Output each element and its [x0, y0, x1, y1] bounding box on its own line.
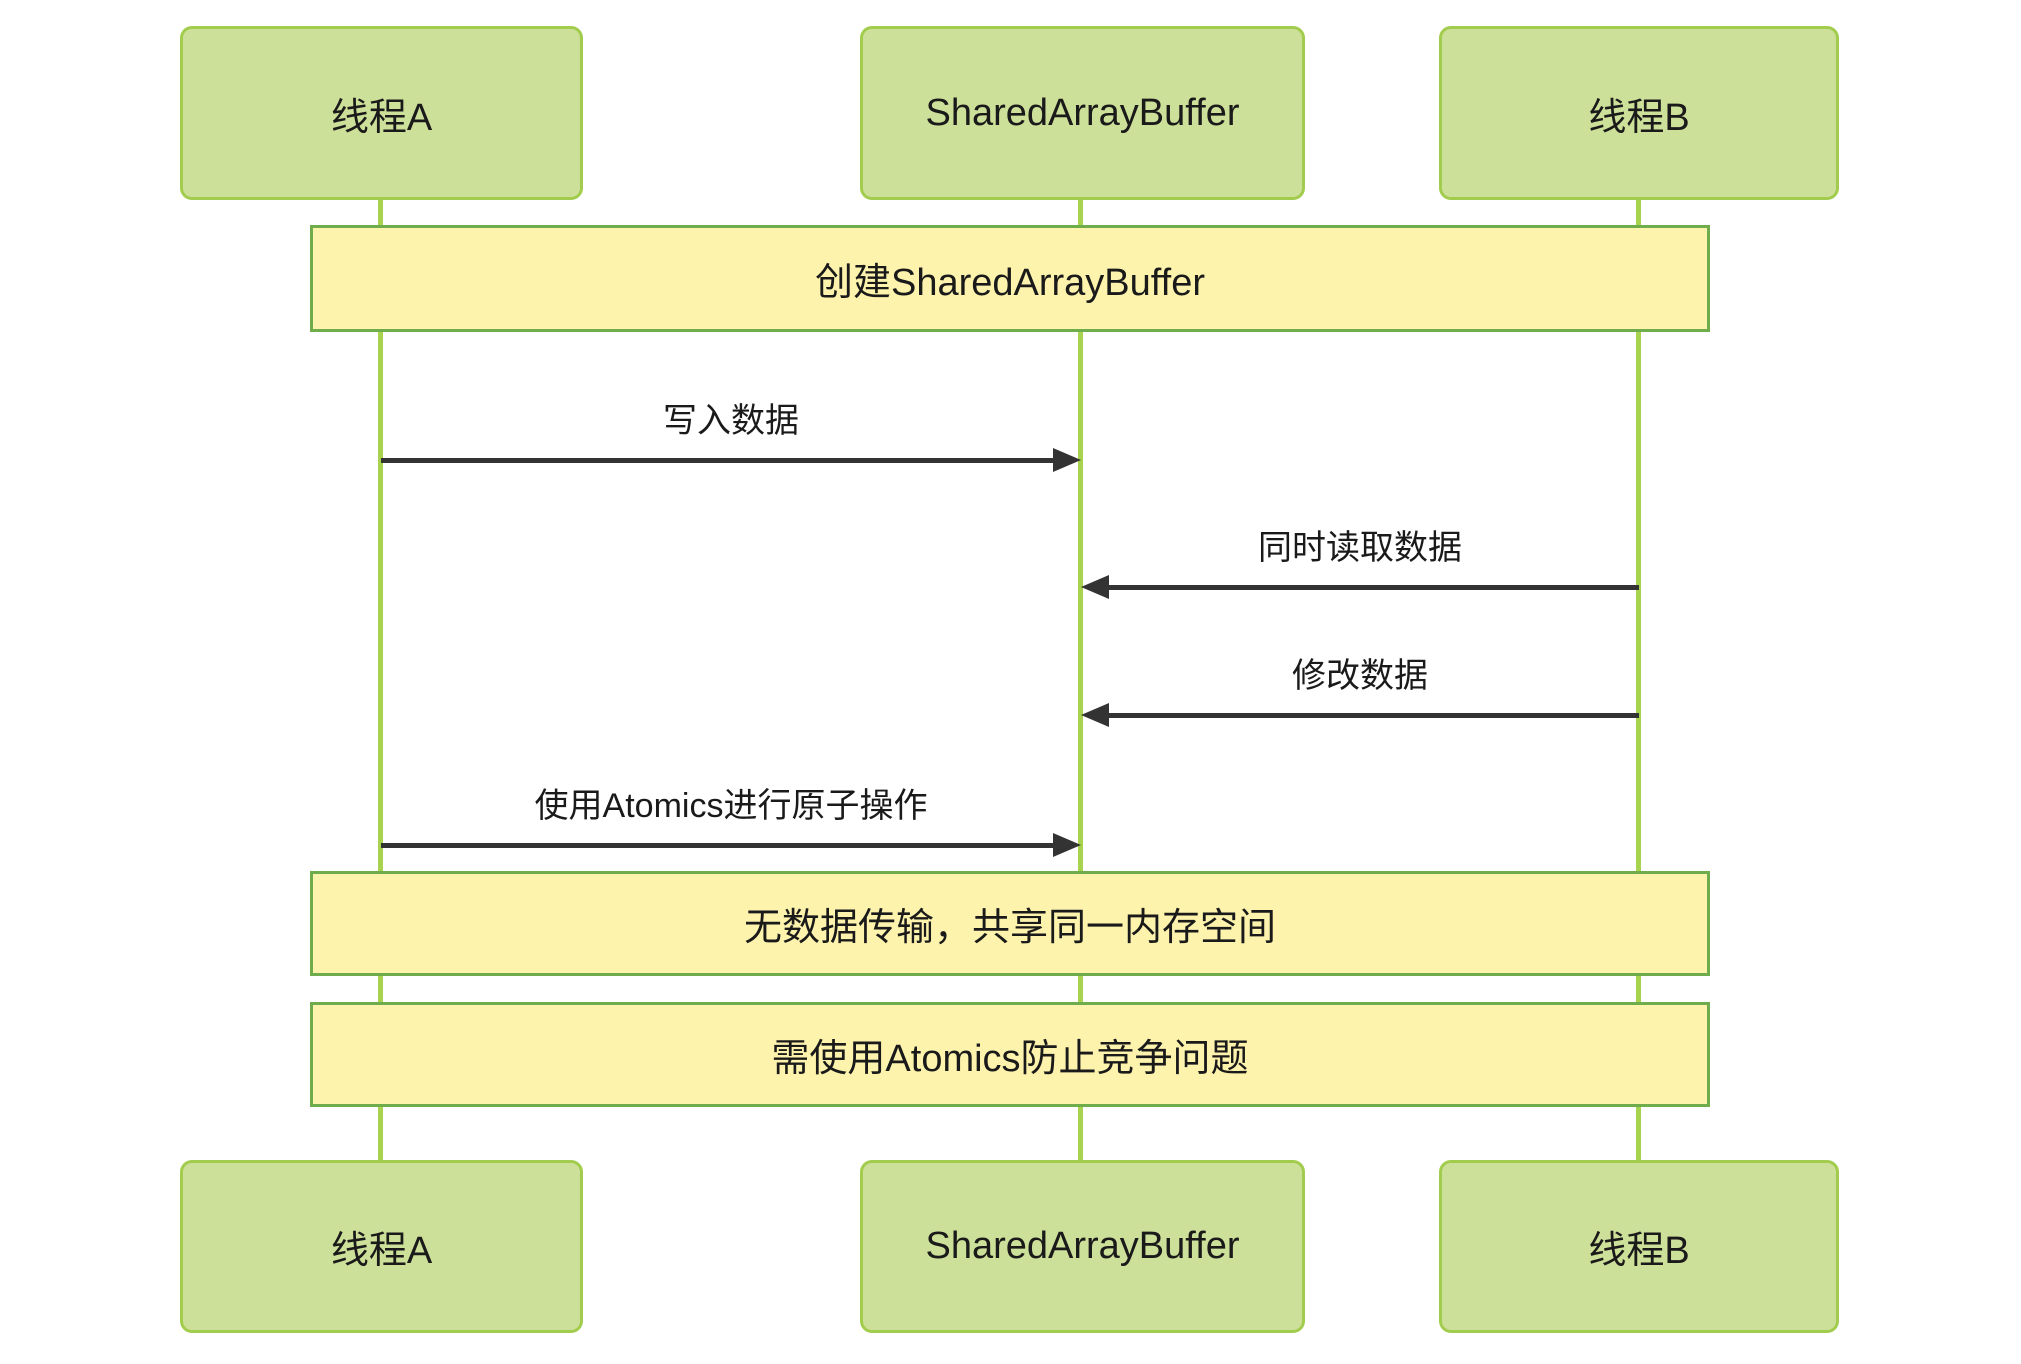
arrowhead-left-icon [1081, 575, 1109, 599]
note-create-shared-array-buffer: 创建SharedArrayBuffer [310, 225, 1710, 332]
participant-top-thread-b: 线程B [1439, 26, 1839, 200]
note-text: 需使用Atomics防止竞争问题 [771, 1038, 1249, 1080]
note-no-data-transfer: 无数据传输，共享同一内存空间 [310, 871, 1710, 976]
participant-bottom-shared-array-buffer: SharedArrayBuffer [860, 1160, 1305, 1333]
participant-label: SharedArrayBuffer [925, 91, 1240, 134]
participant-bottom-thread-b: 线程B [1439, 1160, 1839, 1333]
participant-bottom-thread-a: 线程A [180, 1160, 583, 1333]
message-label-read-data: 同时读取数据 [1258, 529, 1462, 567]
message-label-modify-data: 修改数据 [1292, 657, 1428, 695]
participant-label: 线程A [330, 1230, 433, 1272]
note-text: 无数据传输，共享同一内存空间 [743, 907, 1276, 949]
lifeline-thread-b [1636, 198, 1641, 1162]
message-label-atomics-operation: 使用Atomics进行原子操作 [534, 787, 928, 825]
message-line-modify-data [1107, 713, 1639, 718]
lifeline-shared-array-buffer [1078, 198, 1083, 1162]
message-label-write-data: 写入数据 [663, 402, 799, 440]
message-line-read-data [1107, 585, 1639, 590]
participant-label: 线程B [1588, 96, 1690, 139]
lifeline-thread-a [378, 198, 383, 1162]
arrowhead-right-icon [1053, 833, 1081, 857]
arrowhead-left-icon [1081, 703, 1109, 727]
note-use-atomics: 需使用Atomics防止竞争问题 [310, 1002, 1710, 1107]
message-line-write-data [381, 458, 1055, 463]
participant-top-thread-a: 线程A [180, 26, 583, 200]
participant-top-shared-array-buffer: SharedArrayBuffer [860, 26, 1305, 200]
note-text: 创建SharedArrayBuffer [814, 262, 1206, 304]
participant-label: SharedArrayBuffer [925, 1225, 1240, 1267]
participant-label: 线程B [1588, 1230, 1690, 1272]
arrowhead-right-icon [1053, 448, 1081, 472]
participant-label: 线程A [330, 96, 433, 139]
message-line-atomics-operation [381, 843, 1055, 848]
